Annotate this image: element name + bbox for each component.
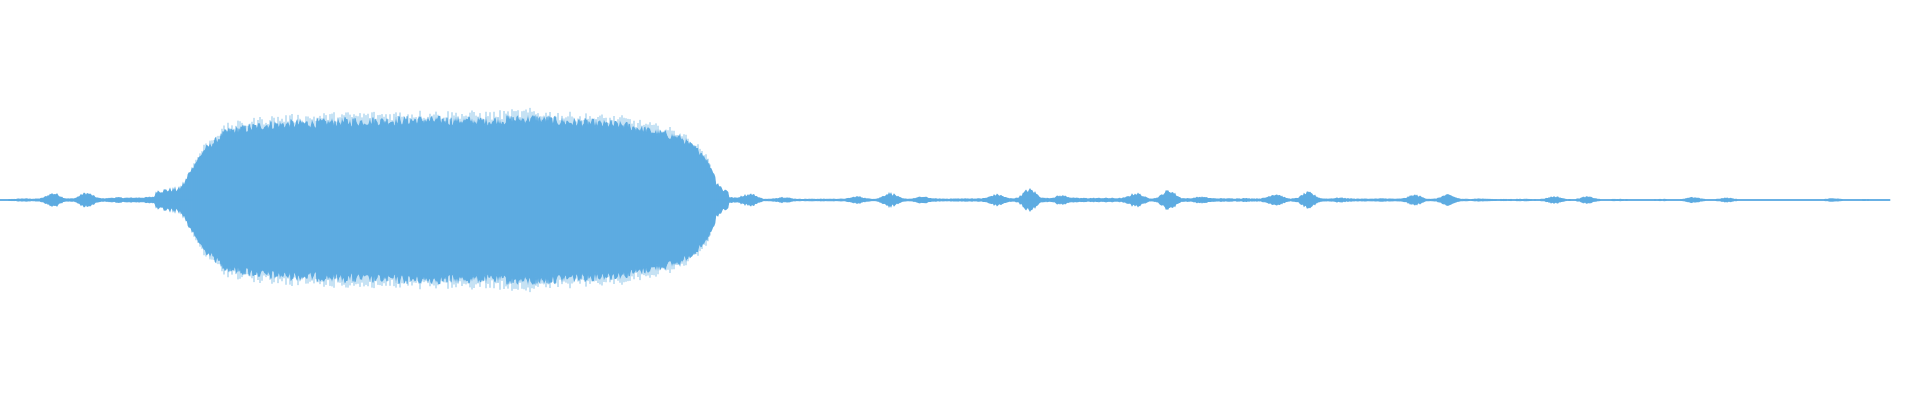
waveform-samples: [0, 107, 1891, 293]
